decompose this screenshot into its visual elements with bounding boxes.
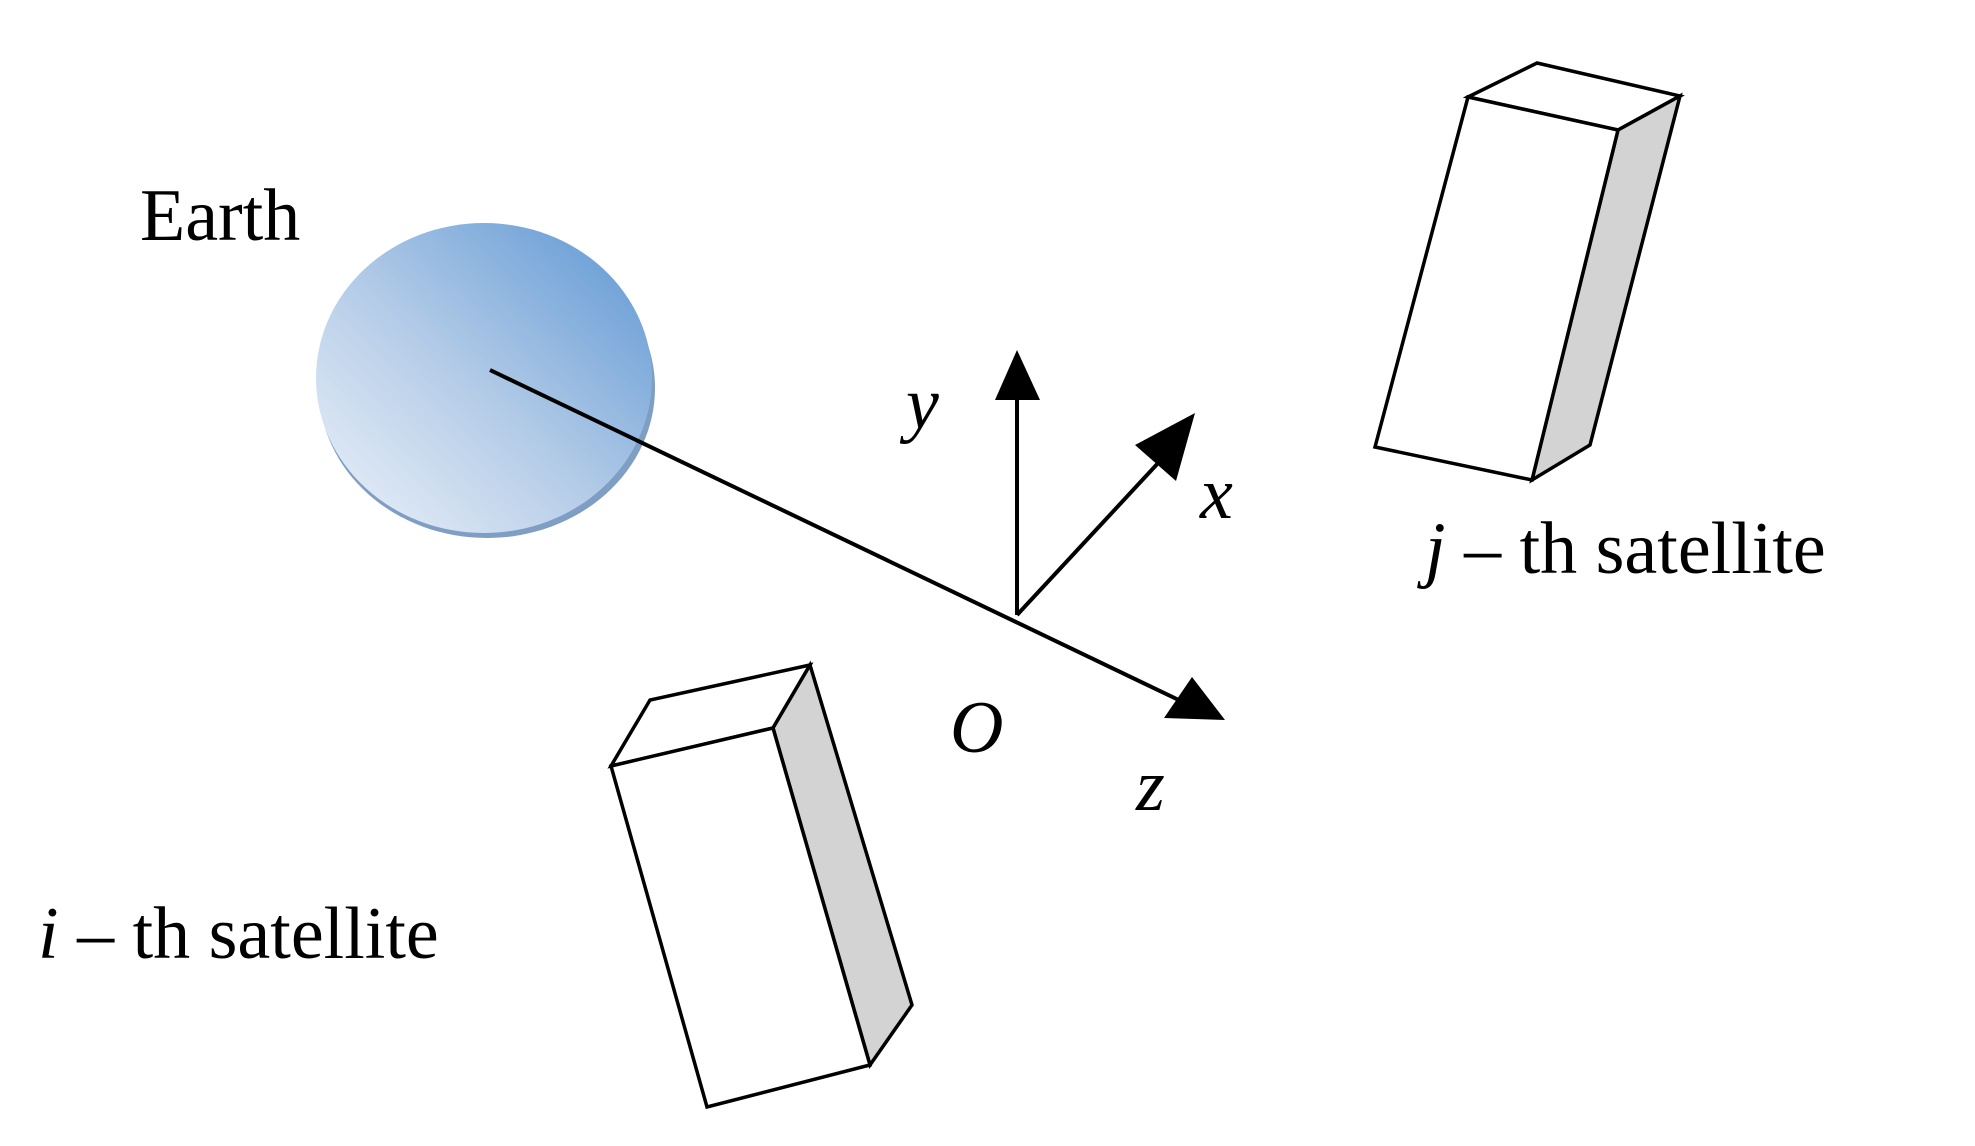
satellite-i-index: i: [38, 893, 59, 975]
satellite-j: [1372, 61, 1685, 484]
satellite-j-label: j – th satellite: [1417, 508, 1826, 590]
y-axis-label: y: [899, 363, 939, 445]
x-arrowhead: [1135, 413, 1195, 481]
x-axis-line: [1015, 459, 1162, 617]
y-arrowhead: [995, 350, 1040, 400]
earth-disc: [316, 223, 652, 533]
satellite-i: [607, 660, 914, 1110]
x-axis-label: x: [1199, 453, 1233, 535]
satellite-j-index: j: [1417, 508, 1446, 590]
satellite-i-suffix: – th satellite: [59, 893, 439, 975]
z-arrowhead: [1164, 677, 1225, 720]
satellite-j-front: [1372, 94, 1621, 483]
earth: [316, 223, 655, 538]
earth-label: Earth: [140, 175, 300, 257]
origin-label: O: [950, 687, 1003, 769]
satellite-i-front: [608, 725, 873, 1110]
earth-to-origin-line: [489, 368, 1186, 705]
satellite-i-label: i – th satellite: [38, 893, 439, 975]
z-axis-label: z: [1135, 745, 1165, 827]
satellite-j-suffix: – th satellite: [1446, 508, 1826, 590]
